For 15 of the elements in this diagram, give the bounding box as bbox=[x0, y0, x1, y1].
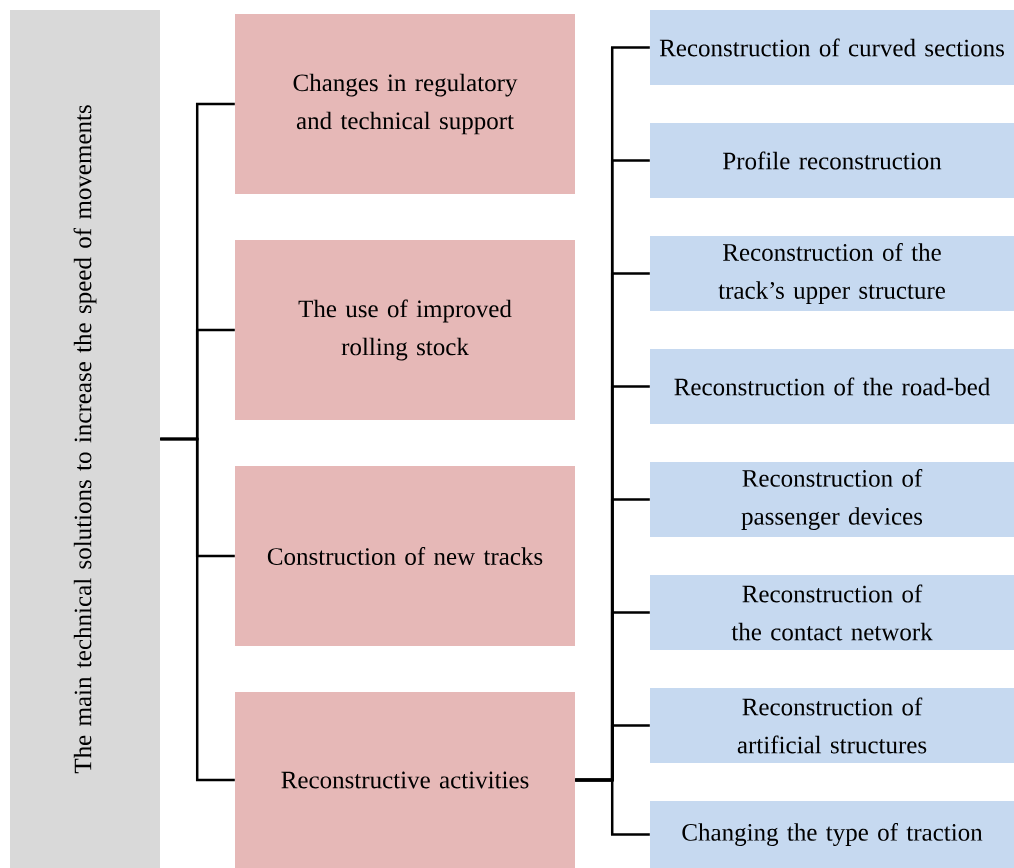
measure-box: Reconstruction of the contact network bbox=[650, 575, 1014, 650]
category-box: Construction of new tracks bbox=[235, 466, 575, 646]
measure-box: Reconstruction of passenger devices bbox=[650, 462, 1014, 537]
category-box: The use of improved rolling stock bbox=[235, 240, 575, 420]
category-box: Reconstructive activities bbox=[235, 692, 575, 868]
category-box: Changes in regulatory and technical support bbox=[235, 14, 575, 194]
title-band: The main technical solutions to increase the speed of movements bbox=[10, 10, 160, 868]
measure-box: Reconstruction of artificial structures bbox=[650, 688, 1014, 763]
connector bbox=[575, 778, 650, 836]
measure-box: Reconstruction of the track’s upper structure bbox=[650, 236, 1014, 311]
measure-box: Profile reconstruction bbox=[650, 123, 1014, 198]
measure-box: Reconstruction of curved sections bbox=[650, 10, 1014, 85]
measure-box: Reconstruction of the road-bed bbox=[650, 349, 1014, 424]
measure-box: Changing the type of traction bbox=[650, 801, 1014, 868]
connector bbox=[160, 437, 235, 782]
